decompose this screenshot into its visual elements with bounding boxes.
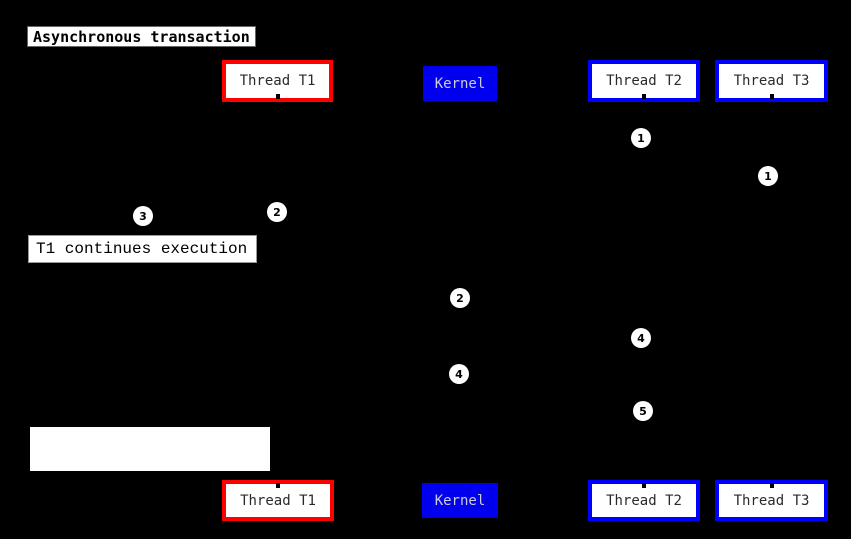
lifeline-stub [275, 94, 280, 99]
note-empty-box [30, 427, 270, 471]
participant-thread-t2-top: Thread T2 [588, 60, 700, 102]
sequence-number-badge: 4 [631, 328, 651, 348]
sequence-number-badge: 1 [758, 166, 778, 186]
sequence-number-badge: 4 [449, 364, 469, 384]
participant-label: Thread T2 [606, 492, 682, 509]
diagram-title: Asynchronous transaction [27, 26, 256, 47]
lifeline-stub [276, 483, 280, 488]
participant-label: Thread T1 [240, 492, 316, 509]
participant-label: Thread T2 [606, 73, 682, 89]
lifeline-stub [642, 94, 646, 99]
participant-thread-t1-top: Thread T1 [222, 60, 333, 102]
lifeline-stub [642, 483, 646, 488]
participant-kernel-bottom: Kernel [422, 483, 498, 518]
participant-thread-t2-bottom: Thread T2 [588, 480, 700, 521]
sequence-number-badge: 5 [633, 401, 653, 421]
lifeline-stub [769, 94, 774, 99]
participant-label: Kernel [434, 75, 486, 92]
participant-label: Thread T3 [733, 73, 810, 89]
sequence-number-badge: 1 [631, 128, 651, 148]
lifeline-stub [769, 483, 774, 488]
sequence-number-badge: 2 [267, 202, 287, 222]
participant-label: Thread T3 [733, 492, 810, 509]
sequence-number-badge: 2 [450, 288, 470, 308]
participant-thread-t3-bottom: Thread T3 [715, 480, 828, 521]
sequence-number-badge: 3 [133, 206, 153, 226]
participant-label: Thread T1 [239, 73, 316, 89]
note-t1-continues-execution: T1 continues execution [28, 235, 257, 263]
participant-thread-t3-top: Thread T3 [715, 60, 828, 102]
participant-thread-t1-bottom: Thread T1 [222, 480, 334, 521]
participant-kernel-top: Kernel [423, 66, 497, 101]
participant-label: Kernel [434, 492, 486, 509]
